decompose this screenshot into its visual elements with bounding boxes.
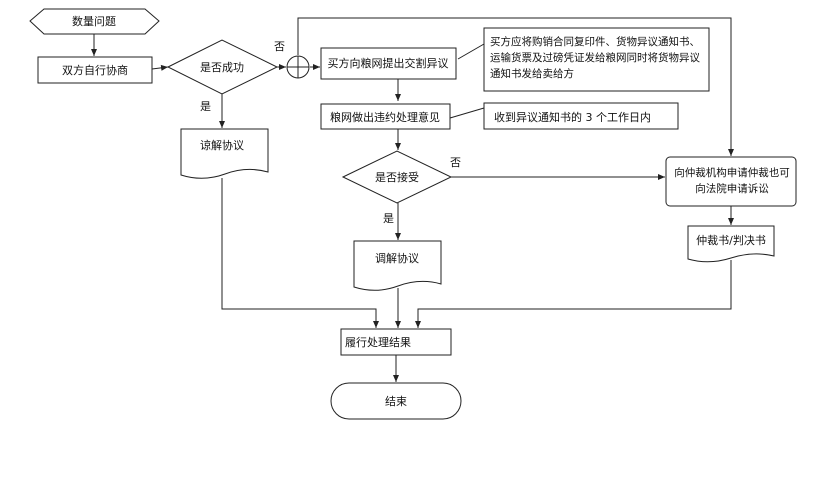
grain-net-opinion-node bbox=[320, 103, 451, 130]
mediation-agreement-label: 调解协议 bbox=[375, 251, 419, 265]
perform-label: 履行处理结果 bbox=[345, 336, 411, 349]
edge-junction-arbitration bbox=[297, 17, 734, 156]
perform-node bbox=[340, 328, 452, 356]
success-decision bbox=[166, 39, 279, 95]
edge-negotiate-success bbox=[151, 64, 169, 71]
note-connector-docs bbox=[457, 43, 485, 60]
settle-agreement-label: 谅解协议 bbox=[200, 138, 244, 152]
note-connector-days bbox=[449, 107, 485, 119]
arbitration-node bbox=[665, 156, 797, 207]
summing-junction bbox=[286, 55, 310, 79]
award-node bbox=[687, 225, 775, 263]
negotiate-node bbox=[37, 56, 153, 84]
within-days-note-label: 收到异议通知书的 3 个工作日内 bbox=[494, 110, 651, 124]
arbitration-label: 向仲裁机构申请仲裁也可向法院申请诉讼 bbox=[674, 167, 790, 195]
success-decision-label: 是否成功 bbox=[200, 61, 244, 74]
within-days-note-box bbox=[483, 102, 679, 130]
success-no-label: 否 bbox=[274, 40, 285, 53]
edge-left-agreement-perform bbox=[221, 178, 379, 328]
grain-net-opinion-label: 粮网做出违约处理意见 bbox=[330, 110, 440, 124]
award-label: 仲裁书/判决书 bbox=[696, 233, 766, 247]
end-label: 结束 bbox=[385, 395, 407, 408]
start-label: 数量问题 bbox=[72, 15, 116, 28]
success-yes-label: 是 bbox=[200, 100, 211, 113]
accept-decision-label: 是否接受 bbox=[375, 171, 419, 184]
buyer-docs-note-label: 买方应将购销合同复印件、货物异议通知书、运输货票及过磅凭证发给粮网同时将货物异议… bbox=[490, 36, 700, 80]
buyer-objection-label: 买方向粮网提出交割异议 bbox=[328, 56, 449, 70]
end-node bbox=[330, 382, 462, 420]
accept-decision bbox=[341, 150, 453, 204]
buyer-objection-node bbox=[320, 47, 457, 80]
settle-agreement-node bbox=[180, 128, 269, 179]
edge-award-perform bbox=[415, 260, 732, 328]
buyer-docs-note-box bbox=[483, 27, 710, 92]
negotiate-label: 双方自行协商 bbox=[62, 63, 128, 77]
start-node bbox=[29, 8, 160, 35]
connectors bbox=[91, 17, 734, 382]
accept-no-label: 否 bbox=[450, 156, 461, 169]
accept-yes-label: 是 bbox=[383, 212, 394, 225]
mediation-agreement-node bbox=[353, 240, 442, 291]
